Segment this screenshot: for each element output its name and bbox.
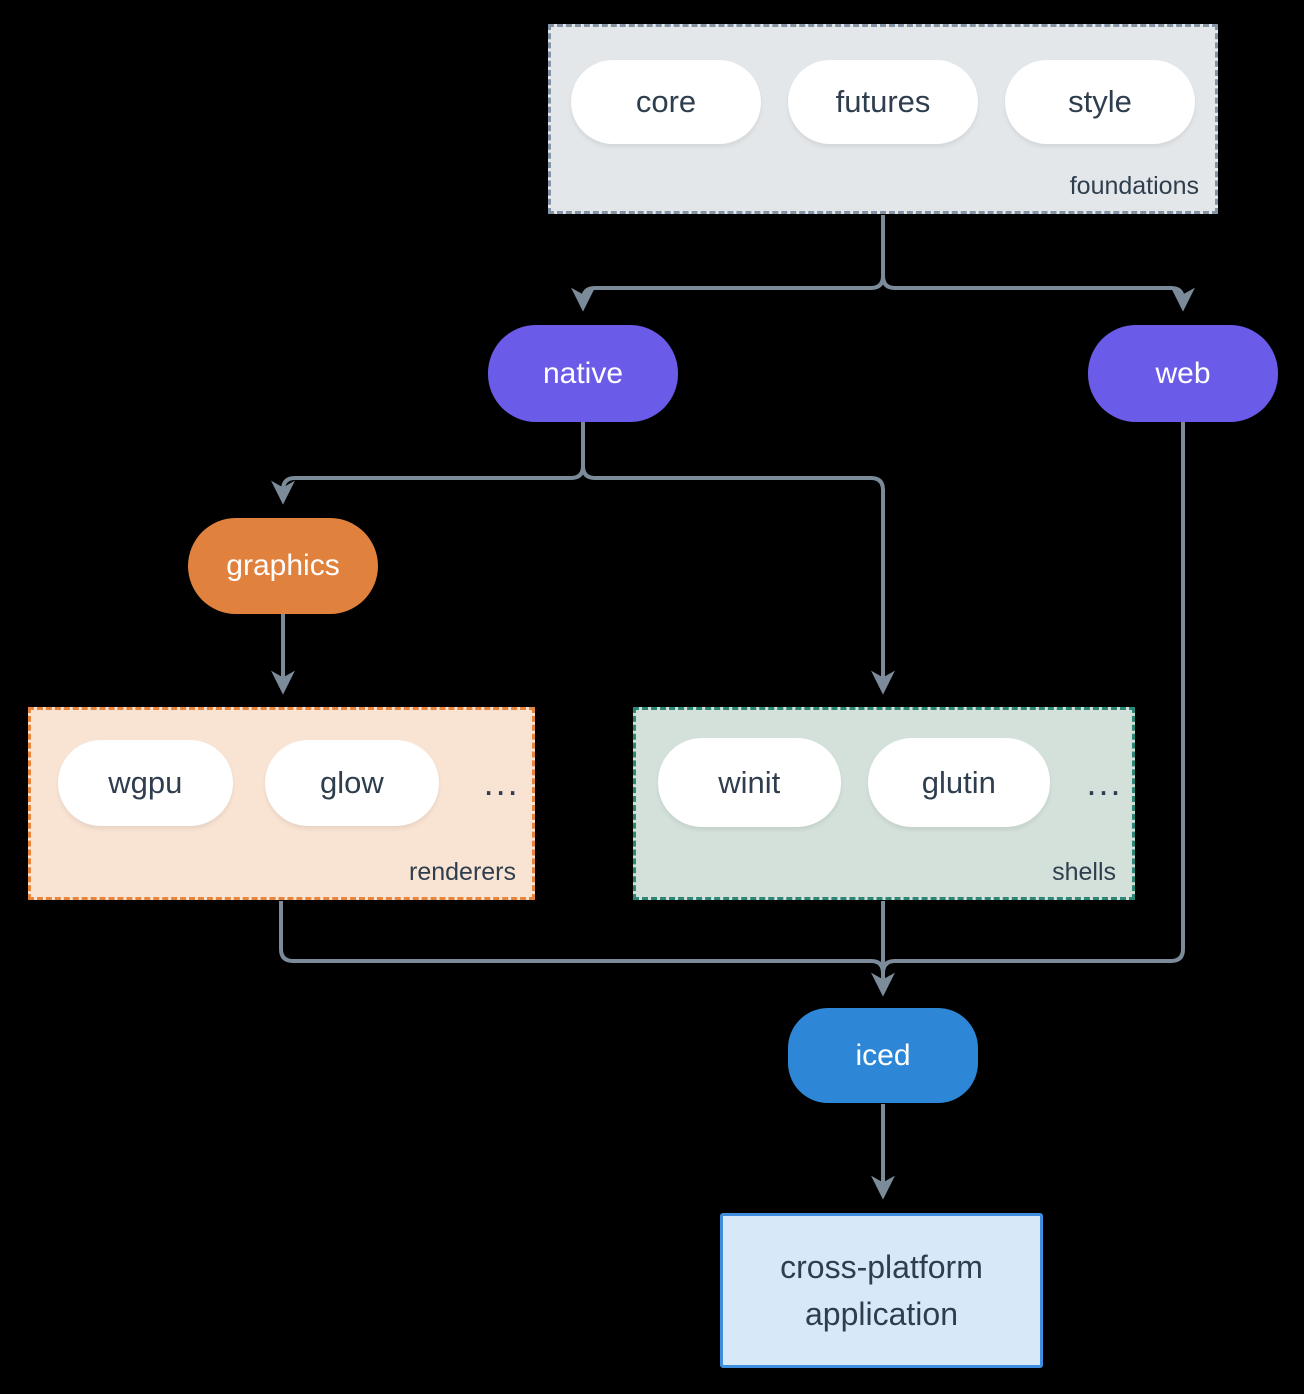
connector-renderers-merge (279, 901, 885, 974)
connector-native-shells (581, 422, 895, 695)
glutin-label: glutin (921, 764, 996, 800)
wgpu-label: wgpu (108, 765, 183, 800)
shells-group-label: shells (1052, 858, 1116, 886)
foundations-group-label: foundations (1069, 172, 1199, 200)
renderers-group: wgpu glow ... renderers (28, 707, 535, 900)
glow-pill: glow (264, 740, 440, 826)
web-node: web (1088, 325, 1278, 422)
web-label: web (1155, 356, 1211, 390)
core-label: core (635, 84, 697, 119)
winit-label: winit (718, 764, 781, 800)
foundations-group: core futures style foundations (548, 24, 1218, 214)
cross-platform-application-box: cross-platform application (720, 1213, 1043, 1368)
iced-label: iced (855, 1038, 911, 1072)
application-label-line1: cross-platform (780, 1249, 983, 1286)
core-pill: core (571, 60, 761, 144)
graphics-label: graphics (226, 549, 340, 582)
futures-label: futures (835, 84, 931, 119)
shells-ellipsis: ... (1086, 761, 1123, 803)
wgpu-pill: wgpu (58, 740, 233, 826)
shells-group: winit glutin ... shells (633, 707, 1135, 900)
style-pill: style (1005, 60, 1195, 144)
native-label: native (542, 356, 624, 390)
connector-foundations-native (571, 215, 885, 312)
style-label: style (1068, 84, 1132, 119)
glutin-pill: glutin (867, 738, 1051, 827)
application-label-line2: application (805, 1295, 958, 1332)
connector-foundations-web (881, 215, 1195, 312)
futures-pill: futures (788, 60, 978, 144)
renderers-ellipsis: ... (483, 762, 520, 803)
iced-node: iced (788, 1008, 978, 1103)
winit-pill: winit (658, 738, 841, 827)
renderers-group-label: renderers (409, 858, 516, 886)
graphics-node: graphics (188, 518, 378, 614)
glow-label: glow (320, 765, 384, 800)
native-node: native (488, 325, 678, 422)
connector-native-graphics (271, 422, 585, 505)
